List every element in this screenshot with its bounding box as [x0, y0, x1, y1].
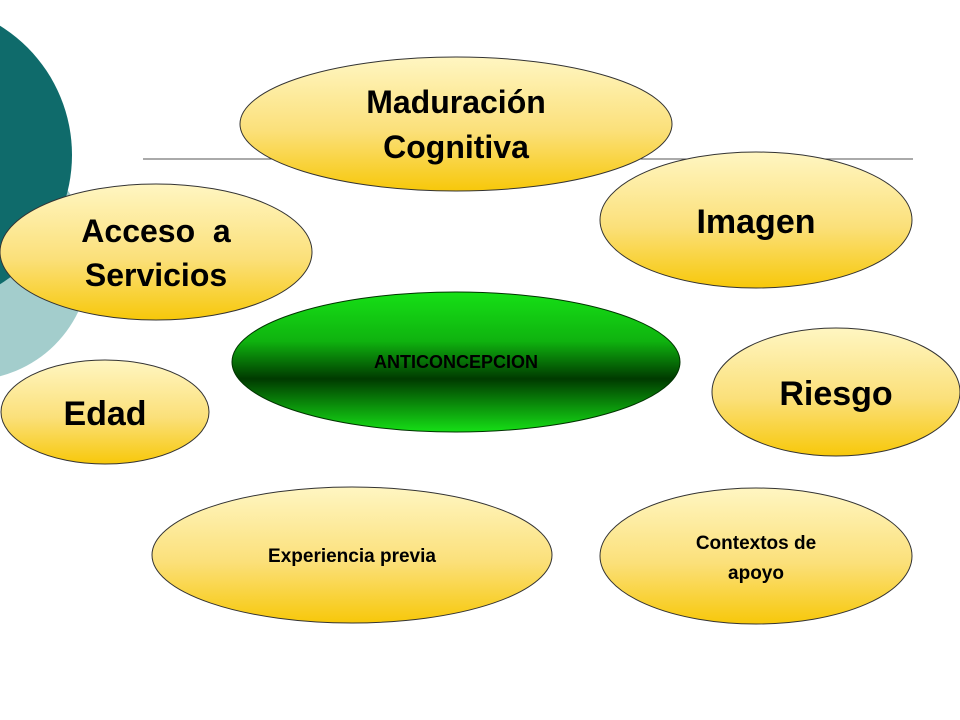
node-riesgo-label: Riesgo: [779, 375, 892, 413]
node-anticoncepcion[interactable]: ANTICONCEPCION: [231, 291, 681, 433]
node-contextos-line1: Contextos de: [696, 533, 816, 554]
node-riesgo[interactable]: Riesgo: [711, 327, 960, 457]
node-maduracion-line2: Cognitiva: [383, 129, 529, 165]
node-anticoncepcion-label: ANTICONCEPCION: [374, 352, 538, 372]
node-acceso[interactable]: Acceso a Servicios: [0, 183, 313, 321]
node-contextos-line2: apoyo: [728, 563, 784, 584]
node-imagen-label: Imagen: [696, 203, 815, 241]
node-maduracion[interactable]: Maduración Cognitiva: [239, 56, 673, 192]
node-experiencia[interactable]: Experiencia previa: [151, 486, 553, 624]
node-edad-label: Edad: [63, 395, 146, 433]
node-edad[interactable]: Edad: [0, 359, 210, 465]
node-imagen[interactable]: Imagen: [599, 151, 913, 289]
node-experiencia-label: Experiencia previa: [268, 546, 436, 567]
node-maduracion-line1: Maduración: [366, 84, 546, 120]
node-acceso-line1: Acceso a: [81, 213, 231, 249]
node-acceso-line2: Servicios: [85, 257, 227, 293]
node-contextos[interactable]: Contextos de apoyo: [599, 487, 913, 625]
